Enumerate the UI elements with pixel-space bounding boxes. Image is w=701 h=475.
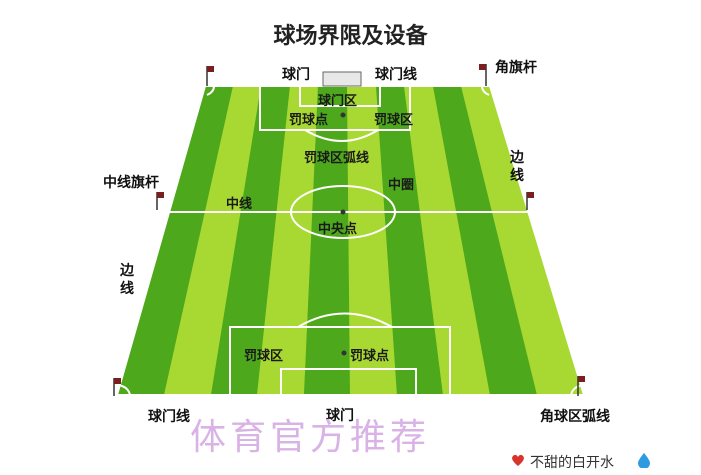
penalty-spot-bottom-dot [341,350,347,356]
corner-arc-top-right [481,85,490,96]
label-penalty-spot-top: 罚球点 [289,113,329,128]
corner-arc-bottom-right [570,384,585,396]
label-penalty-area-bottom: 罚球区 [244,349,284,364]
label-halfway-line: 中线 [226,197,253,212]
watermark-text: 体育官方推荐 [190,417,431,458]
page-title: 球场界限及设备 [273,24,428,49]
flag-icon [526,192,534,210]
heart-icon [512,454,524,466]
label-goal-bottom: 球门 [326,408,354,424]
penalty-spot-top-dot [340,112,346,118]
label-center-circle: 中圈 [388,178,415,193]
label-halfway-flag: 中线旗杆 [103,175,159,191]
flag-icon [206,66,214,86]
flag-icon [113,378,121,396]
center-spot-dot [340,209,346,215]
flag-icon [156,192,164,210]
label-corner-flag: 角旗杆 [495,60,537,76]
corner-arc-top-left [206,85,215,96]
label-penalty-arc: 罚球区弧线 [304,151,370,166]
label-center-spot: 中央点 [318,222,358,237]
label-penalty-area-top: 罚球区 [374,113,414,128]
label-goal-line-top: 球门线 [375,67,417,83]
goal-area-bottom [280,368,417,396]
label-goal-area: 球门区 [318,94,358,109]
label-touchline-left: 边线 [120,263,134,297]
goal-top-icon [322,71,362,87]
label-goal-top: 球门 [282,67,310,83]
label-corner-arc: 角球区弧线 [540,409,610,425]
flag-icon [577,376,585,396]
corner-arc-bottom-left [116,384,131,396]
field-lines [115,85,586,396]
flag-icon [479,64,487,86]
label-goal-line-bottom: 球门线 [148,409,190,425]
label-touchline-right: 边线 [510,150,524,184]
brand-name: 不甜的白开水 [530,455,614,471]
penalty-arc-bottom [297,312,393,328]
center-circle [290,185,396,239]
label-penalty-spot-bottom: 罚球点 [350,349,390,364]
droplet-icon [638,453,650,468]
penalty-arc-top [304,129,379,142]
